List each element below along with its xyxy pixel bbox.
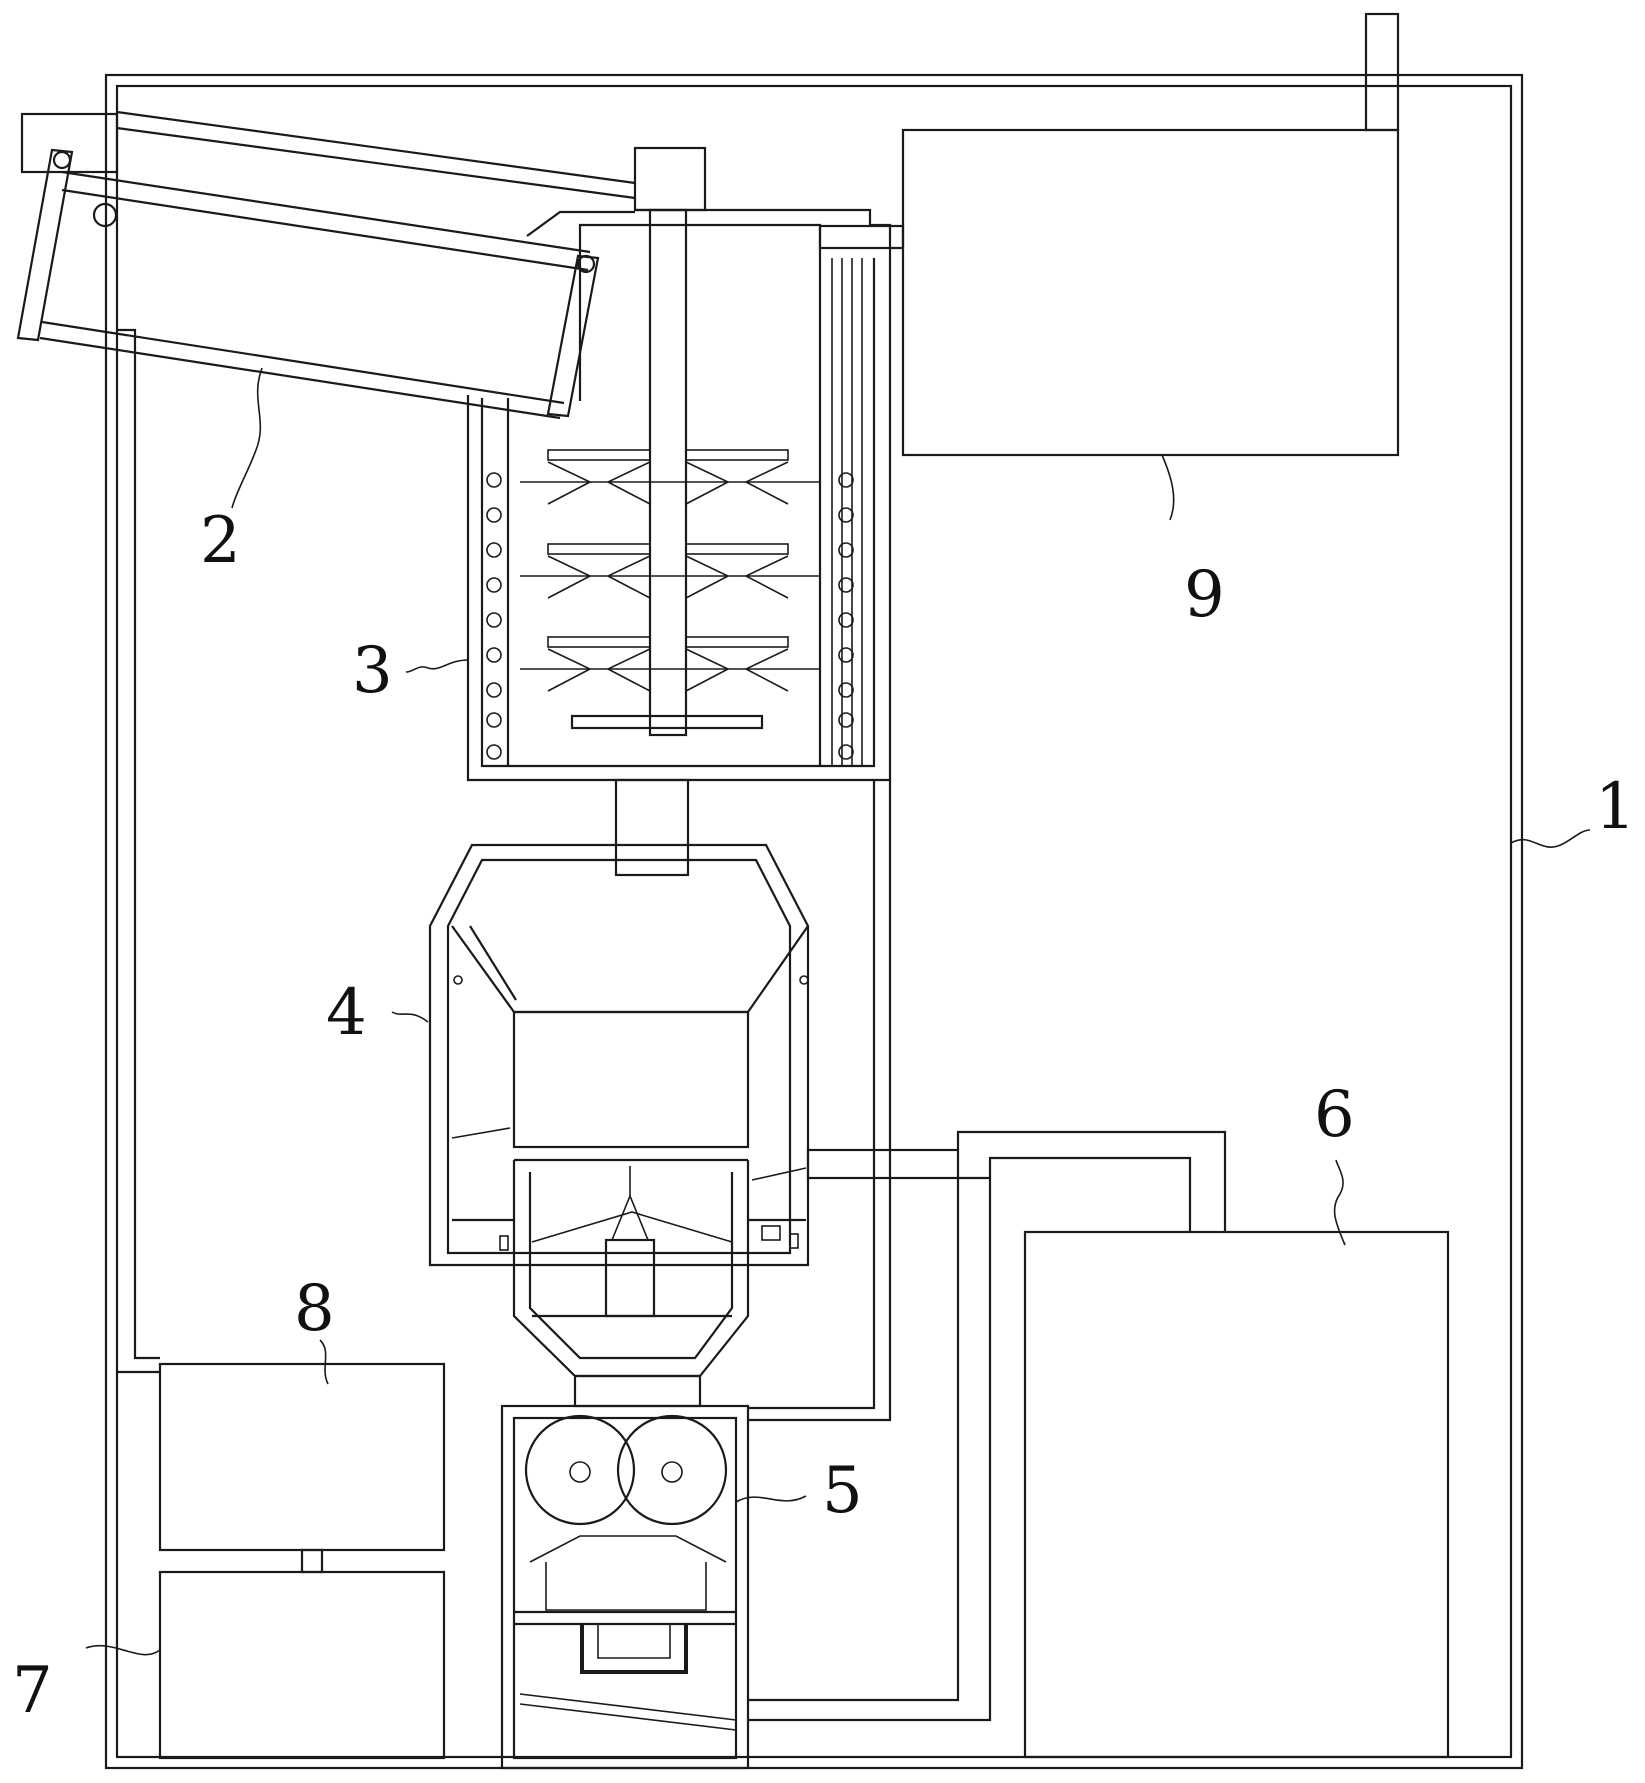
- unit-8: [158, 1362, 446, 1552]
- collection-tank: [1023, 1230, 1450, 1759]
- conveyor: [16, 110, 707, 420]
- label-collection-tank: 6: [1314, 1078, 1355, 1152]
- impeller-1: [520, 449, 820, 505]
- unit-7: [158, 1548, 446, 1760]
- housing-frame: [104, 73, 1524, 1770]
- impeller-3: [520, 636, 820, 692]
- label-separator: 4: [326, 976, 367, 1050]
- storage-tank: [818, 128, 1400, 457]
- mixer-vessel: [466, 208, 892, 782]
- left-pipe: [117, 328, 160, 1374]
- outlet-pipe: [956, 1130, 1227, 1232]
- label-base-unit-lower: 7: [12, 1654, 53, 1728]
- heating-coil-left: [486, 472, 502, 760]
- label-storage-tank: 9: [1184, 558, 1225, 632]
- label-conveyor: 2: [200, 504, 241, 578]
- label-crusher: 5: [822, 1454, 863, 1528]
- leader-lines: [85, 367, 1591, 1656]
- labels: 1 2 3 4 5 6 7 8 9: [12, 504, 1636, 1728]
- impeller-2: [520, 543, 820, 599]
- vent-pipe: [1364, 12, 1400, 132]
- crusher-pipes: [748, 780, 992, 1722]
- crusher: [500, 1374, 750, 1770]
- separator: [428, 843, 960, 1378]
- transfer-pipe: [614, 778, 690, 877]
- label-mixer: 3: [352, 634, 393, 708]
- heating-coil-right: [838, 472, 854, 760]
- label-base-unit-upper: 8: [294, 1272, 335, 1346]
- label-housing: 1: [1595, 770, 1636, 844]
